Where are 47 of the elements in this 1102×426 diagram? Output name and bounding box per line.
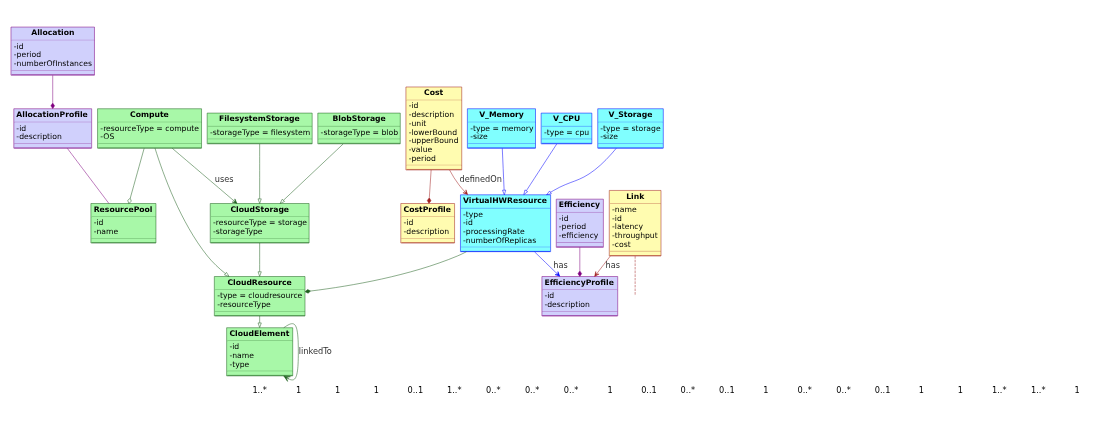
- arrow: [449, 169, 468, 195]
- edge-label: has: [605, 259, 621, 270]
- connector: [427, 169, 432, 204]
- arrow: [534, 251, 561, 277]
- label: 1: [918, 384, 925, 395]
- label: 0..1: [407, 384, 424, 395]
- label: 1..*: [447, 384, 462, 395]
- connector: [634, 255, 636, 296]
- label: 0..*: [680, 384, 696, 395]
- label: 0..*: [836, 384, 851, 395]
- edge-label: definedOn: [459, 173, 502, 184]
- label: 1: [1074, 384, 1080, 395]
- label: 0..*: [524, 384, 540, 395]
- edge-label: has: [553, 259, 568, 270]
- arrow: [154, 147, 230, 277]
- label: 1..*: [252, 384, 267, 395]
- arrow: [257, 242, 262, 277]
- edge-label: uses: [214, 173, 234, 184]
- label: 1..*: [1031, 384, 1046, 395]
- label: 1: [334, 384, 341, 395]
- label: 1: [957, 384, 964, 395]
- arrow: [594, 255, 611, 277]
- connector: [304, 250, 467, 293]
- connector: [127, 147, 145, 204]
- arrow: [257, 315, 262, 328]
- label: 1: [373, 384, 380, 395]
- label: 0..*: [485, 384, 501, 395]
- label: 1..*: [992, 384, 1007, 395]
- edge-label: linkedTo: [298, 345, 332, 356]
- connector: [67, 147, 110, 204]
- label: 0..*: [797, 384, 812, 395]
- label: 1: [607, 384, 613, 395]
- connector: [50, 74, 55, 109]
- arrow: [502, 147, 506, 195]
- label: 0..1: [874, 384, 891, 395]
- arrow: [171, 147, 238, 204]
- arrow: [546, 147, 617, 195]
- label: 0..1: [719, 384, 735, 395]
- arrow: [523, 143, 557, 195]
- arrow: [283, 322, 299, 382]
- label: 1: [295, 384, 302, 395]
- label: 0..1: [641, 384, 657, 395]
- arrow: [257, 143, 262, 204]
- label: 0..*: [563, 384, 579, 395]
- label: 1: [763, 384, 769, 395]
- connector: [577, 246, 582, 277]
- arrow: [279, 143, 344, 204]
